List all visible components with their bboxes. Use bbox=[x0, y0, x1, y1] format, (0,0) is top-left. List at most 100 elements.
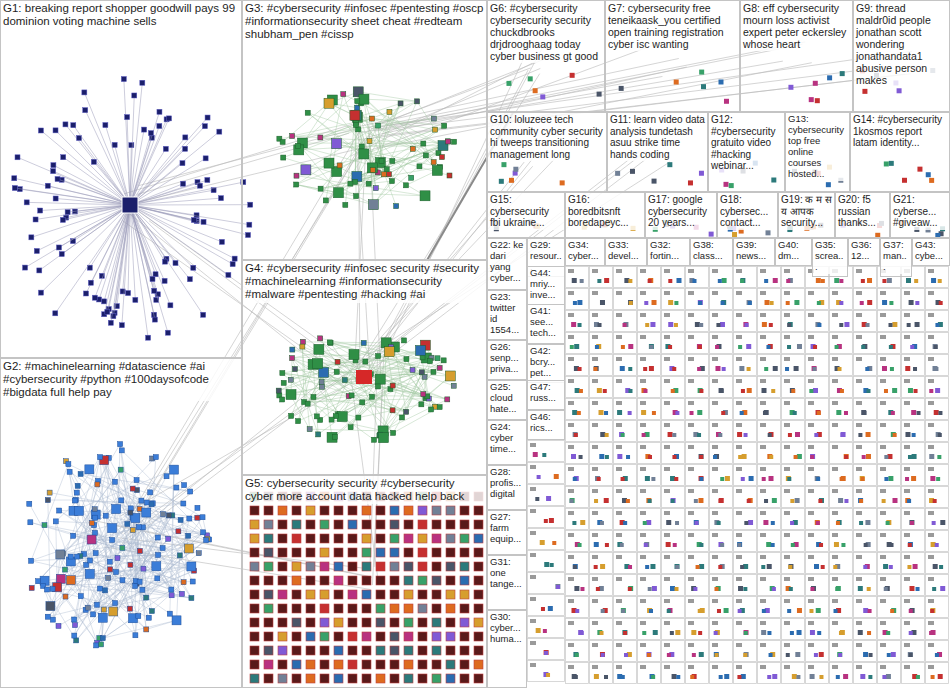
tie-line bbox=[134, 139, 365, 523]
vertex-dot bbox=[119, 498, 124, 503]
vertex-dot bbox=[56, 245, 61, 250]
vertex-dot bbox=[914, 279, 918, 283]
tiny-group-box bbox=[734, 267, 757, 288]
vertex-dot bbox=[173, 261, 178, 266]
tie-line bbox=[98, 522, 368, 577]
cluster-line bbox=[279, 343, 386, 391]
vertex-dot bbox=[401, 338, 406, 343]
vertex-dot bbox=[418, 548, 427, 557]
vertex-dot bbox=[773, 278, 778, 283]
vertex-dot bbox=[720, 389, 724, 393]
vertex-dot bbox=[764, 279, 768, 283]
tiny-group-box bbox=[854, 311, 877, 332]
vertex-dot bbox=[250, 576, 259, 585]
tiny-group-box bbox=[878, 333, 901, 354]
vertex-dot bbox=[36, 579, 41, 584]
vertex-dot bbox=[911, 410, 916, 415]
spoke-line bbox=[127, 117, 130, 205]
spoke-line bbox=[111, 205, 130, 323]
vertex-dot bbox=[867, 300, 872, 305]
vertex-dot bbox=[319, 384, 324, 389]
vertex-dot bbox=[205, 115, 210, 120]
cluster-line bbox=[298, 364, 313, 421]
vertex-dot bbox=[320, 632, 329, 641]
vertex-dot bbox=[791, 389, 795, 393]
vertex-dot bbox=[250, 618, 259, 627]
vertex-dot bbox=[390, 534, 399, 543]
tiny-group-box bbox=[878, 399, 901, 420]
vertex-dot bbox=[719, 388, 724, 393]
vertex-dot bbox=[232, 256, 237, 261]
vertex-dot bbox=[761, 388, 766, 393]
vertex-dot bbox=[858, 433, 862, 437]
tiny-group-box bbox=[758, 355, 781, 376]
tiny-group-tag bbox=[640, 269, 646, 273]
vertex-dot bbox=[72, 498, 77, 503]
tie-line bbox=[127, 127, 362, 520]
vertex-dot bbox=[137, 579, 142, 584]
cluster-line bbox=[304, 368, 440, 402]
vertex-dot bbox=[570, 345, 574, 349]
cluster-line bbox=[66, 461, 96, 514]
vertex-dot bbox=[180, 161, 185, 166]
vertex-dot bbox=[814, 433, 818, 437]
vertex-dot bbox=[150, 277, 155, 282]
vertex-dot bbox=[314, 344, 324, 354]
vertex-dot bbox=[540, 94, 545, 99]
tiny-group-tag bbox=[784, 379, 790, 383]
vertex-dot bbox=[134, 478, 139, 483]
cluster-line bbox=[100, 457, 133, 530]
vertex-dot bbox=[404, 409, 409, 414]
tiny-group-tag bbox=[928, 269, 934, 273]
vertex-dot bbox=[623, 322, 628, 327]
vertex-dot bbox=[155, 535, 160, 540]
spoke-line bbox=[130, 205, 168, 333]
cluster-line bbox=[30, 522, 194, 570]
cluster-line bbox=[342, 370, 412, 417]
vertex-dot bbox=[418, 646, 427, 655]
vertex-dot bbox=[423, 153, 428, 158]
tiny-group-box bbox=[734, 311, 757, 332]
vertex-dot bbox=[112, 479, 117, 484]
spoke-line bbox=[130, 204, 250, 205]
vertex-dot bbox=[933, 344, 938, 349]
tiny-group-tag bbox=[592, 335, 598, 339]
vertex-dot bbox=[620, 366, 625, 371]
vertex-dot bbox=[190, 579, 195, 584]
spoke-line bbox=[130, 112, 159, 205]
vertex-dot bbox=[264, 632, 273, 641]
tiny-group-box bbox=[782, 311, 805, 332]
cluster-line bbox=[417, 101, 435, 129]
tiny-group-box bbox=[758, 421, 781, 442]
vertex-dot bbox=[400, 415, 405, 420]
vertex-dot bbox=[34, 248, 39, 253]
vertex-dot bbox=[334, 618, 343, 627]
tiny-group-box bbox=[614, 333, 637, 354]
vertex-dot bbox=[460, 562, 469, 571]
vertex-dot bbox=[839, 279, 843, 283]
cluster-line bbox=[43, 586, 76, 640]
vertex-dot bbox=[769, 432, 774, 437]
vertex-dot bbox=[183, 135, 188, 140]
vertex-dot bbox=[98, 613, 107, 622]
vertex-dot bbox=[112, 505, 121, 514]
tiny-group-tag bbox=[712, 357, 718, 361]
vertex-dot bbox=[790, 388, 795, 393]
vertex-dot bbox=[690, 411, 694, 415]
vertex-dot bbox=[435, 356, 440, 361]
cluster-line bbox=[135, 504, 151, 635]
tiny-group-box bbox=[734, 399, 757, 420]
vertex-dot bbox=[594, 366, 599, 371]
vertex-dot bbox=[91, 612, 96, 617]
tiny-group-box bbox=[614, 311, 637, 332]
cluster-line bbox=[121, 470, 192, 598]
vertex-dot bbox=[600, 300, 605, 305]
tiny-group-tag bbox=[616, 313, 622, 317]
vertex-dot bbox=[42, 523, 47, 528]
vertex-dot bbox=[178, 517, 183, 522]
vertex-dot bbox=[560, 180, 565, 185]
cluster-line bbox=[95, 518, 138, 616]
vertex-dot bbox=[306, 562, 315, 571]
vertex-dot bbox=[460, 506, 469, 515]
cluster-line bbox=[59, 511, 122, 548]
